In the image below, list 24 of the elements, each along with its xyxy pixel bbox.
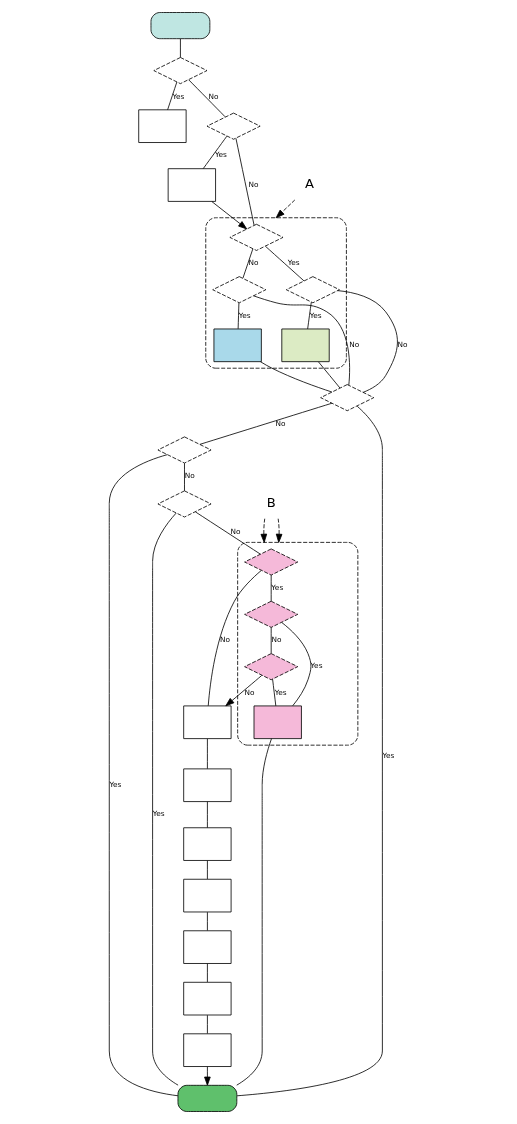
edge-label: No xyxy=(230,526,241,536)
edge-label: Yes xyxy=(274,687,287,697)
edge-label: No xyxy=(219,635,230,645)
edge-label: Yes xyxy=(214,150,227,160)
edge-label: Yes xyxy=(309,310,322,320)
edge-label: Yes xyxy=(310,661,323,671)
edge-label: Yes xyxy=(271,582,284,592)
edge-label: No xyxy=(271,635,282,645)
node-text: B xyxy=(266,495,276,511)
edge-label: Yes xyxy=(382,750,395,760)
edge-label: No xyxy=(244,687,255,697)
node-text: A xyxy=(305,176,315,192)
edge-label: No xyxy=(184,470,195,480)
edge-label: Yes xyxy=(238,310,251,320)
edge-label: Yes xyxy=(172,91,185,101)
edge-label: Yes xyxy=(152,809,165,819)
edge-label: Yes xyxy=(109,780,122,790)
edge-label: No xyxy=(349,340,360,350)
edge-label: No xyxy=(208,91,219,101)
edge-label: No xyxy=(275,418,286,428)
edge-label: No xyxy=(397,340,408,350)
edge-label: No xyxy=(248,258,259,268)
edge-label: Yes xyxy=(287,258,300,268)
edge-label: No xyxy=(248,179,259,189)
